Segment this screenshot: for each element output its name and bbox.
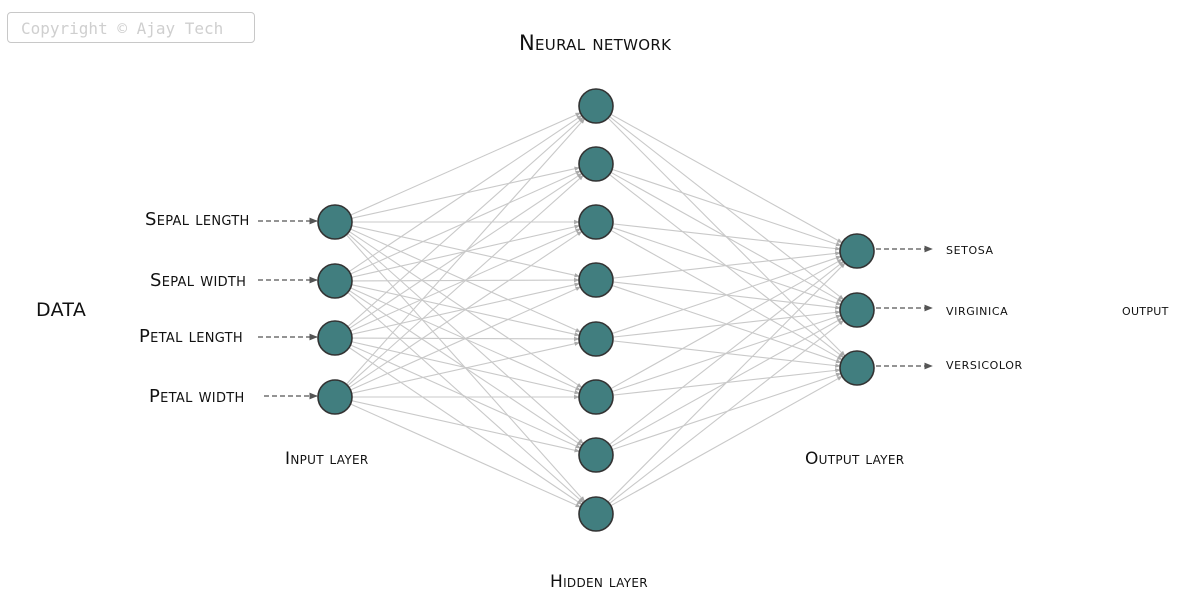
neuron-nodes xyxy=(317,88,875,532)
edge-hidden-output xyxy=(611,168,842,247)
edge-input-hidden xyxy=(345,118,586,385)
copyright-watermark: Copyright © Ajay Tech xyxy=(7,12,255,43)
edge-input-hidden xyxy=(348,231,583,388)
edge-input-hidden xyxy=(350,403,581,508)
edge-hidden-output xyxy=(609,261,845,445)
hidden-node xyxy=(578,146,614,182)
io-arrows xyxy=(258,217,933,400)
hidden-layer-label: Hidden layer xyxy=(550,572,648,592)
input-node xyxy=(317,263,353,299)
edge-hidden-output xyxy=(612,251,841,279)
input-label-sepal-length: Sepal length xyxy=(145,209,250,230)
output-label: output xyxy=(1122,300,1169,319)
input-label-petal-width: Petal width xyxy=(149,386,245,407)
hidden-node xyxy=(578,262,614,298)
hidden-node xyxy=(578,321,614,357)
hidden-node xyxy=(578,437,614,473)
edge-input-hidden xyxy=(348,115,583,272)
edge-input-hidden xyxy=(347,116,584,328)
output-label-setosa: setosa xyxy=(946,240,994,258)
hidden-node xyxy=(578,496,614,532)
input-layer-label: Input layer xyxy=(285,449,369,469)
hidden-node xyxy=(578,88,614,124)
edge-input-hidden xyxy=(350,286,581,391)
edge-hidden-output xyxy=(610,258,843,390)
input-label-petal-length: Petal length xyxy=(139,326,243,347)
input-node xyxy=(317,320,353,356)
edge-hidden-output xyxy=(611,255,842,335)
input-node xyxy=(317,204,353,240)
data-label: DATA xyxy=(36,299,87,321)
hidden-node xyxy=(578,379,614,415)
output-node xyxy=(839,292,875,328)
hidden-node xyxy=(578,204,614,240)
edge-hidden-output xyxy=(610,375,843,507)
connection-edges xyxy=(345,112,846,508)
input-node xyxy=(317,379,353,415)
edge-hidden-output xyxy=(610,113,843,244)
output-node xyxy=(839,233,875,269)
output-node xyxy=(839,350,875,386)
edge-input-hidden xyxy=(350,112,581,216)
edge-input-hidden xyxy=(347,174,584,387)
edge-hidden-output xyxy=(607,262,846,503)
output-label-virginica: virginica xyxy=(946,301,1009,319)
output-layer-label: Output layer xyxy=(805,449,905,469)
edge-hidden-output xyxy=(609,320,845,504)
edge-input-hidden xyxy=(351,400,580,453)
input-label-sepal-width: Sepal width xyxy=(150,270,247,291)
output-label-versicolor: versicolor xyxy=(946,355,1023,373)
edge-hidden-output xyxy=(612,223,841,251)
diagram-title: Neural network xyxy=(519,31,672,55)
edge-input-hidden xyxy=(351,341,580,394)
